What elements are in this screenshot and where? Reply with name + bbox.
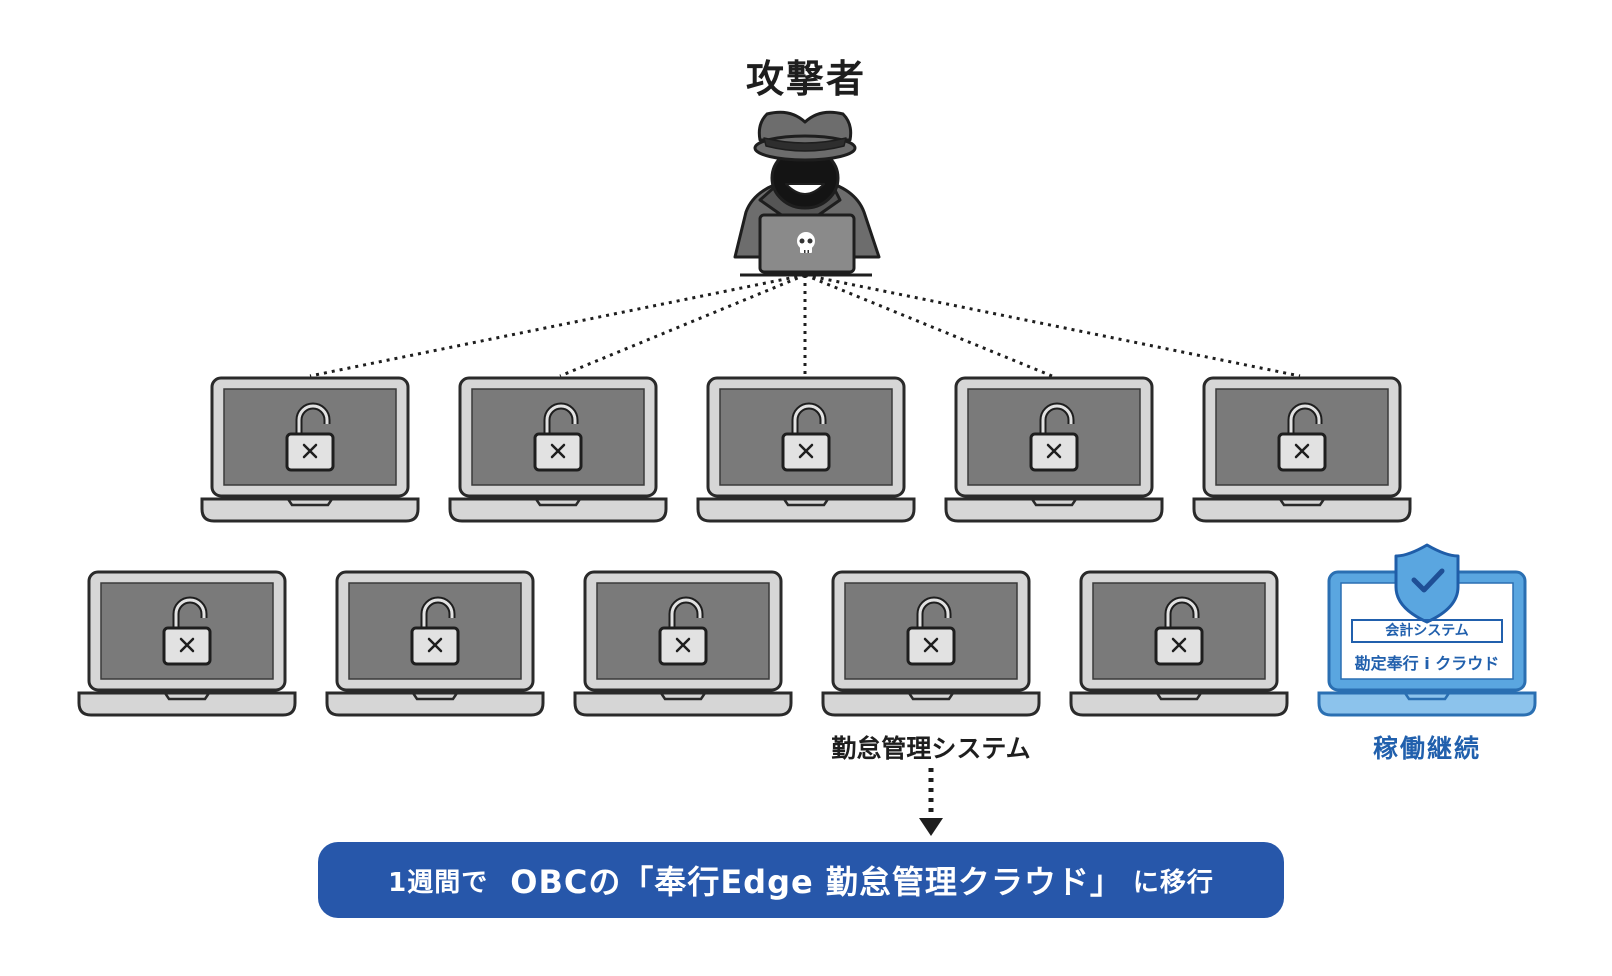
attack-line [804,273,1301,378]
attendance-system-label: 勤怠管理システム [831,734,1031,763]
attack-lines [309,273,1301,378]
compromised-laptop [450,378,666,521]
compromised-laptop [1194,378,1410,521]
migration-banner: 1週間で OBCの「奉行Edge 勤怠管理クラウド」 に移行 [318,842,1284,918]
laptop-row-1 [202,378,1410,521]
continued-operation-label: 稼働継続 [1372,734,1481,763]
banner-tail: に移行 [1132,867,1214,898]
attacker-title: 攻撃者 [745,57,866,101]
accounting-system-box: 会計システム [1351,619,1503,643]
attack-line [804,273,1053,378]
skull-icon [797,232,815,253]
compromised-laptop [1071,572,1287,715]
attack-line [309,273,806,378]
attack-line [559,273,806,378]
laptop-row-2 [79,572,1287,715]
migration-arrow [919,768,943,836]
compromised-laptop [202,378,418,521]
hacker-icon [733,110,881,277]
attendance-system-laptop [823,572,1039,715]
accounting-system-name: 勘定奉行 i クラウド [1354,654,1500,673]
shield-check-icon [1394,543,1460,624]
compromised-laptop [79,572,295,715]
compromised-laptop [946,378,1162,521]
banner-lead: 1週間で [388,867,489,898]
protected-laptop [1317,570,1537,717]
compromised-laptop [575,572,791,715]
compromised-laptop [327,572,543,715]
banner-main: OBCの「奉行Edge 勤怠管理クラウド」 [510,863,1123,901]
compromised-laptop [698,378,914,521]
